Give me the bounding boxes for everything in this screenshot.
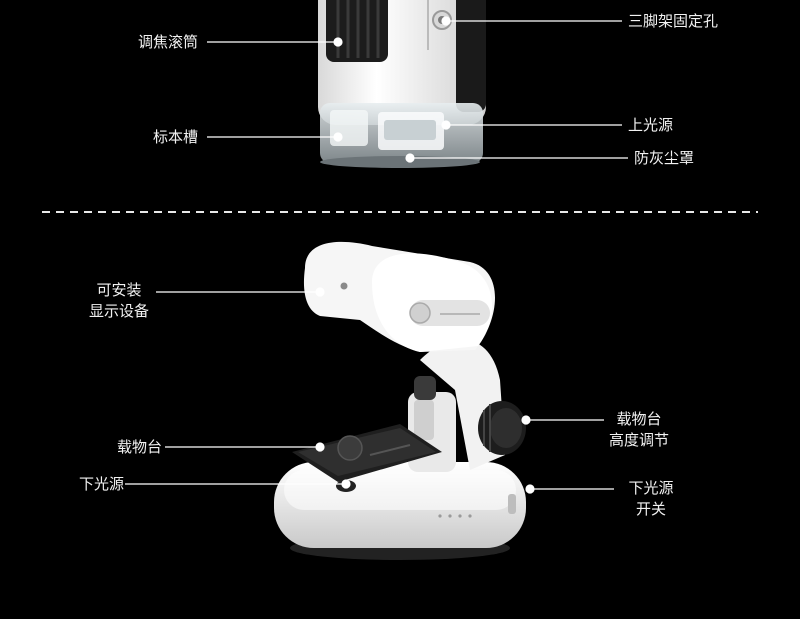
label-mount-display: 可安装 显示设备 xyxy=(88,281,149,320)
handheld-microscope xyxy=(318,0,486,168)
label-lower-light-switch: 下光源 开关 xyxy=(628,479,674,518)
label-lower-light: 下光源 xyxy=(78,475,124,493)
label-dust-cover: 防灰尘罩 xyxy=(634,149,695,167)
label-stage: 载物台 xyxy=(116,438,162,456)
label-stage-height: 载物台 高度调节 xyxy=(608,410,669,449)
callout-lines xyxy=(125,16,628,494)
desk-stand-microscope xyxy=(274,241,526,560)
label-upper-light: 上光源 xyxy=(628,116,674,134)
label-tripod-hole: 三脚架固定孔 xyxy=(628,12,719,30)
label-specimen-slot: 标本槽 xyxy=(152,128,198,146)
label-focus-barrel: 调焦滚筒 xyxy=(137,33,198,51)
